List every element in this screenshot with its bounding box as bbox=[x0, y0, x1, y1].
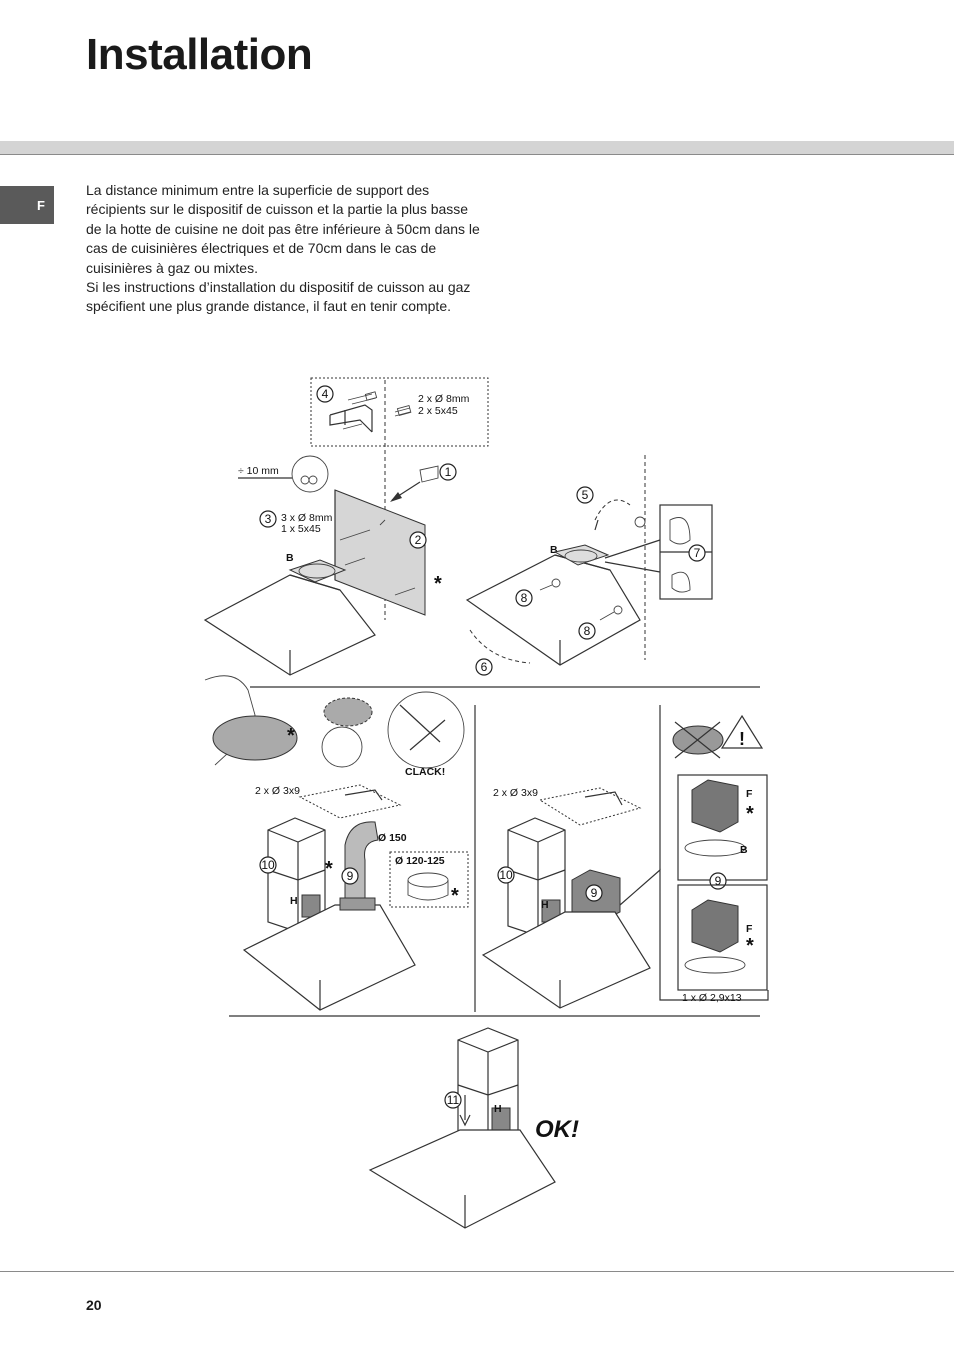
step-1-number: 1 bbox=[445, 465, 452, 479]
adapter-box bbox=[389, 851, 469, 908]
asterisk-1: * bbox=[434, 573, 442, 595]
letter-b-detail: B bbox=[740, 844, 748, 856]
step-6-number: 6 bbox=[481, 660, 488, 674]
diameter-150-label: Ø 150 bbox=[378, 832, 407, 844]
step-5-number: 5 bbox=[582, 488, 589, 502]
hood-drawing-final bbox=[368, 1027, 556, 1229]
asterisk-5: * bbox=[746, 803, 754, 825]
letter-b-left: B bbox=[286, 552, 294, 564]
flexible-duct bbox=[344, 821, 379, 906]
warning-mark: ! bbox=[739, 729, 745, 749]
letter-h-right: H bbox=[541, 899, 549, 911]
letter-f-2: F bbox=[746, 923, 753, 935]
step-9c-number: 9 bbox=[715, 874, 722, 888]
screw-small-label: 1 x Ø 2,9x13 bbox=[682, 992, 742, 1004]
step-8a-number: 8 bbox=[521, 591, 528, 605]
clack-label: CLACK! bbox=[405, 766, 445, 778]
spec-3-line2: 1 x 5x45 bbox=[281, 523, 321, 535]
step-9a-number: 9 bbox=[347, 869, 354, 883]
letter-h-final: H bbox=[494, 1103, 502, 1115]
step-8b-number: 8 bbox=[584, 624, 591, 638]
body-text: La distance minimum entre la superficie … bbox=[86, 181, 486, 317]
letter-b-right: B bbox=[550, 544, 558, 556]
footer-rule bbox=[0, 1271, 954, 1272]
spec-3-line1: 3 x Ø 8mm bbox=[281, 512, 333, 524]
spec-4-line2: 2 x 5x45 bbox=[418, 405, 458, 417]
page-title: Installation bbox=[86, 30, 313, 79]
asterisk-4: * bbox=[451, 885, 459, 907]
distance-label: ÷ 10 mm bbox=[238, 465, 279, 477]
hood-drawing-2 bbox=[465, 544, 641, 666]
hood-drawing-3 bbox=[242, 897, 416, 1011]
step-4-box bbox=[310, 377, 489, 447]
step-3-number: 3 bbox=[265, 512, 272, 526]
bracket-4-drawing bbox=[329, 391, 412, 433]
wall-panel bbox=[334, 489, 426, 616]
letter-f-1: F bbox=[746, 788, 753, 800]
step-7-number: 7 bbox=[694, 546, 701, 560]
screws-right-label: 2 x Ø 3x9 bbox=[493, 787, 538, 799]
step-10a-number: 10 bbox=[261, 858, 275, 872]
step-4-number: 4 bbox=[322, 387, 329, 401]
step-2-number: 2 bbox=[415, 533, 422, 547]
chimney-drawing-10a bbox=[267, 817, 326, 933]
diameter-120-label: Ø 120-125 bbox=[395, 855, 445, 867]
language-tab: F bbox=[0, 186, 54, 224]
header-band bbox=[0, 141, 954, 155]
page-number: 20 bbox=[86, 1297, 102, 1313]
ok-label: OK! bbox=[535, 1116, 579, 1143]
asterisk-3: * bbox=[325, 858, 333, 880]
screws-left-label: 2 x Ø 3x9 bbox=[255, 785, 300, 797]
paragraph-distance: La distance minimum entre la superficie … bbox=[86, 182, 480, 276]
step-9b-number: 9 bbox=[591, 886, 598, 900]
hood-drawing-1 bbox=[203, 559, 376, 676]
hood-drawing-4 bbox=[481, 911, 651, 1009]
step-10b-number: 10 bbox=[499, 868, 513, 882]
installation-diagram: .ln{stroke:#333;stroke-width:1.2;fill:no… bbox=[195, 370, 785, 1245]
detail-f-box-2 bbox=[677, 884, 768, 991]
asterisk-2: * bbox=[287, 725, 295, 747]
letter-h-left: H bbox=[290, 895, 298, 907]
spec-4-line1: 2 x Ø 8mm bbox=[418, 393, 470, 405]
asterisk-6: * bbox=[746, 935, 754, 957]
step-11-number: 11 bbox=[447, 1093, 460, 1107]
paragraph-gas-instructions: Si les instructions d’installation du di… bbox=[86, 279, 471, 315]
